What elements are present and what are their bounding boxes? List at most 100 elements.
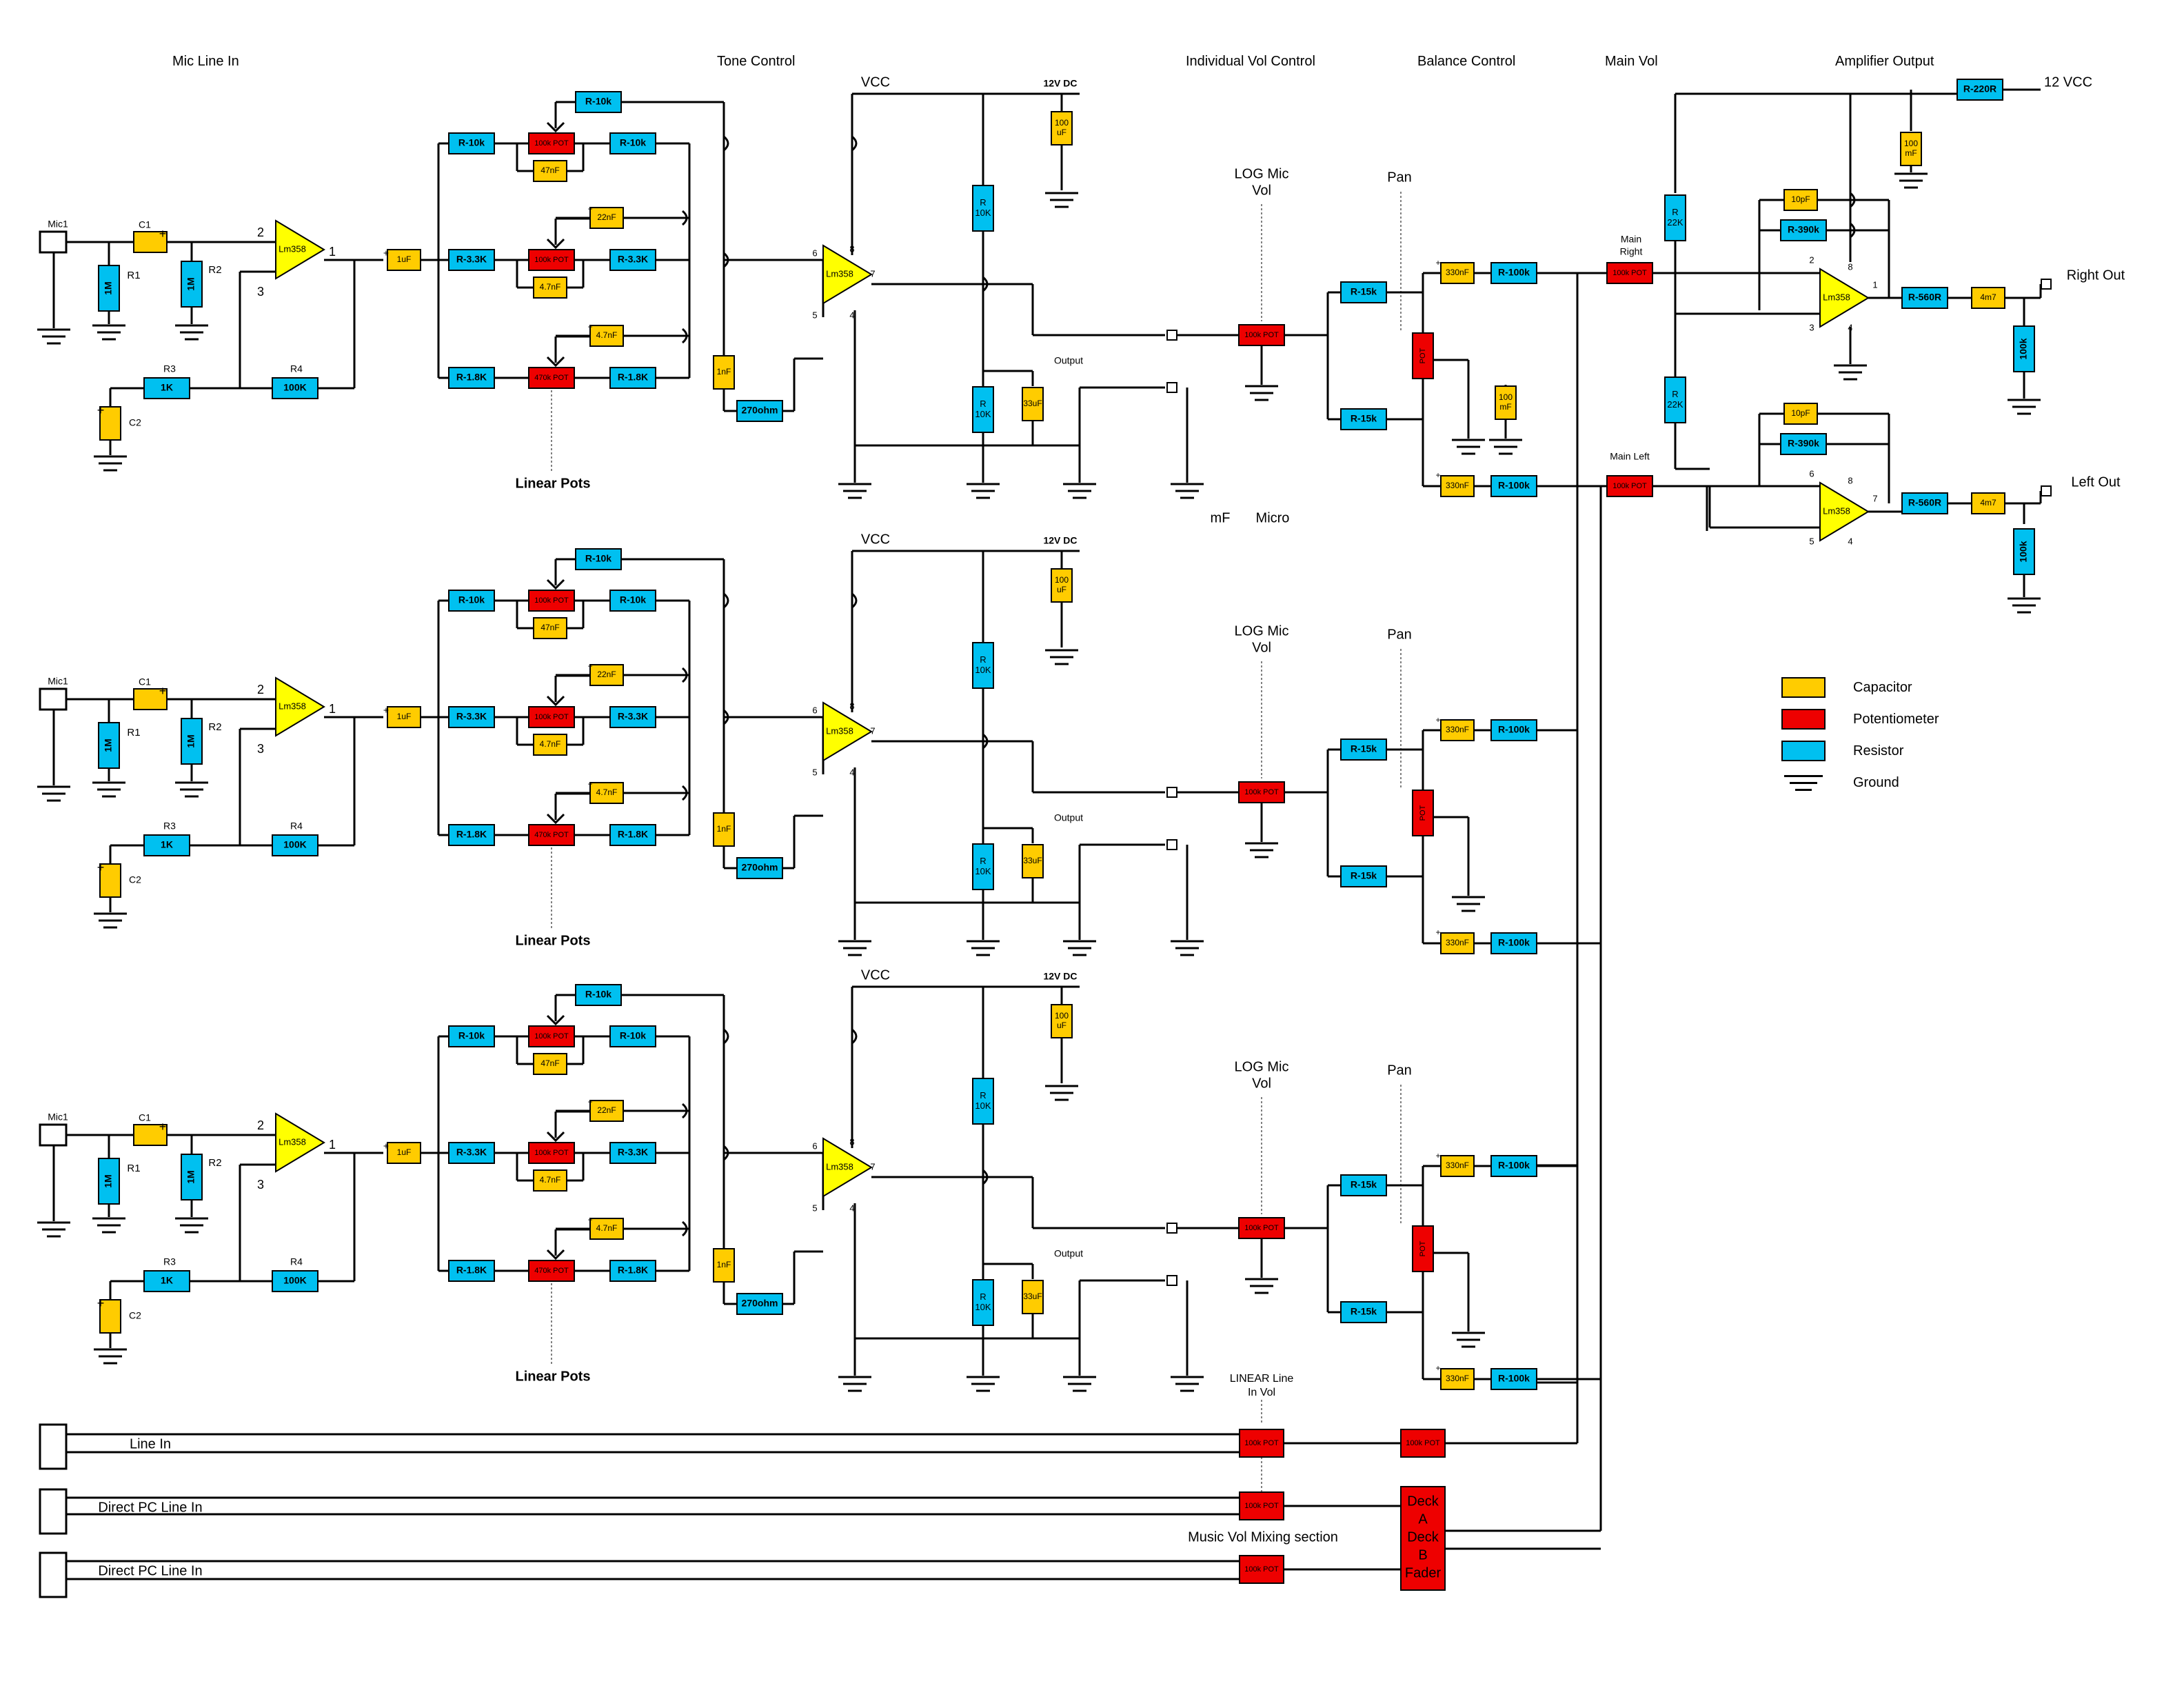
tone-resistor	[448, 132, 495, 154]
pin-label: 8	[849, 243, 854, 254]
c2-capacitor	[99, 1299, 121, 1334]
coupling-capacitor	[387, 706, 421, 728]
mix-resistor	[1490, 719, 1537, 741]
tone-capacitor-label: 22nF	[597, 1105, 616, 1115]
bias-resistor-label: 10K	[975, 1101, 991, 1111]
r2-label: R2	[208, 721, 221, 733]
terminal	[1166, 330, 1177, 341]
tone-resistor-label: R-10k	[458, 594, 485, 605]
supply-resistor	[1957, 79, 2003, 101]
r3-label: R3	[163, 821, 176, 832]
feedback-resistor-label: R-10k	[585, 96, 611, 107]
pin-label: 3	[257, 1178, 264, 1192]
balance-capacitor-label: 330nF	[1446, 481, 1469, 490]
tone-capacitor-label: 1nF	[717, 367, 731, 376]
pc-vol-pot-label: 100k POT	[1244, 1502, 1279, 1510]
bias-resistor	[1664, 376, 1686, 423]
output-capacitor	[1022, 1280, 1044, 1314]
supply-resistor-label: R-220R	[1963, 83, 1996, 94]
header-mic-line-in: Mic Line In	[172, 54, 239, 69]
bias-resistor-label: 10K	[975, 208, 991, 218]
bias-resistor	[972, 1078, 994, 1125]
r1-label: R1	[127, 270, 140, 281]
balance-resistor	[1340, 1301, 1387, 1323]
tone-capacitor-label: 4.7nF	[596, 330, 618, 340]
balance-resistor-label: R-15k	[1351, 1306, 1377, 1317]
mix-resistor	[1490, 262, 1537, 284]
tone-capacitor-label: 4.7nF	[596, 787, 618, 797]
tone-resistor	[609, 367, 656, 389]
fader-label: Fader	[1405, 1565, 1442, 1580]
legend-resistor: Resistor	[1781, 741, 1903, 761]
c2-label: C2	[129, 874, 141, 885]
r1-resistor	[98, 265, 120, 312]
tone-resistor-label: R-10k	[620, 594, 646, 605]
mix-resistor	[1490, 932, 1537, 954]
tone-capacitor	[713, 1248, 735, 1283]
tone-pot-label: 470k POT	[534, 1267, 569, 1275]
tone-pot-label: 100k POT	[534, 1032, 569, 1041]
mix-resistor	[1490, 1368, 1537, 1390]
tone-resistor	[609, 1142, 656, 1164]
feedback-resistor	[1780, 433, 1827, 455]
load-resistor	[2013, 325, 2035, 372]
terminal	[2041, 485, 2052, 496]
pin-label: 8	[849, 1136, 854, 1147]
opamp-label: Lm358	[279, 1136, 306, 1147]
tone-resistor	[609, 1025, 656, 1047]
pin-label: 1	[329, 1138, 336, 1152]
tone-capacitor-label: 4.7nF	[540, 739, 561, 749]
pin-label: 8	[1848, 475, 1852, 485]
supply-capacitor-label: uF	[1057, 585, 1066, 594]
bias-resistor-label: 22K	[1667, 217, 1683, 228]
bias-resistor	[972, 185, 994, 232]
tone-opamp	[822, 1137, 873, 1198]
polarity-mark: +	[587, 661, 592, 671]
output-resistor-label: R-560R	[1908, 497, 1941, 508]
output-capacitor-label: 33uF	[1023, 856, 1042, 865]
fader-label: B	[1418, 1547, 1427, 1563]
balance-resistor-label: R-15k	[1351, 1179, 1377, 1190]
supply-capacitor-label: uF	[1057, 128, 1066, 137]
tone-resistor-label: R-1.8K	[456, 1265, 487, 1276]
resistor-270	[736, 857, 783, 879]
output-label: Output	[1054, 1248, 1083, 1259]
r2-resistor-label: 1M	[185, 277, 196, 290]
feedback-resistor	[575, 548, 622, 570]
mix-resistor-label: R-100k	[1498, 724, 1530, 735]
r4-resistor-label: 100K	[283, 1275, 306, 1286]
balance-resistor-label: R-15k	[1351, 286, 1377, 297]
balance-capacitor	[1440, 262, 1475, 284]
header-main-vol: Main Vol	[1605, 54, 1658, 69]
polarity-mark: +	[159, 227, 167, 241]
tone-capacitor	[713, 355, 735, 390]
r4-resistor	[272, 1270, 318, 1292]
r3-resistor-label: 1K	[161, 1275, 173, 1286]
polarity-mark: +	[587, 204, 592, 214]
right-amp-opamp	[1819, 268, 1870, 328]
pin-label: 7	[870, 268, 875, 279]
bias-resistor	[972, 843, 994, 890]
line-in-main-pot	[1400, 1429, 1446, 1458]
output-capacitor-label: 4m7	[1980, 292, 1996, 302]
vcc-label: VCC	[861, 74, 890, 90]
pc-vol-pot	[1239, 1491, 1284, 1520]
balance-resistor	[1340, 865, 1387, 887]
bias-resistor-label: R	[980, 654, 986, 665]
tone-resistor	[609, 132, 656, 154]
tone-resistor	[448, 1025, 495, 1047]
mic-jack	[39, 687, 68, 711]
fader-label: A	[1418, 1511, 1428, 1527]
vcc-label: VCC	[861, 967, 890, 983]
mix-resistor-label: R-100k	[1498, 480, 1530, 491]
tone-pot	[528, 824, 575, 846]
tone-pot	[528, 706, 575, 728]
output-capacitor	[1022, 844, 1044, 878]
tone-capacitor	[589, 1218, 624, 1240]
bias-resistor-label: 22K	[1667, 399, 1683, 410]
dc-label: 12V DC	[1043, 971, 1077, 982]
polarity-mark: +	[97, 1296, 105, 1310]
bias-resistor-label: R	[980, 856, 986, 866]
tone-resistor-label: R-3.3K	[456, 1147, 487, 1158]
pan-pot-label: POT	[1419, 1240, 1427, 1256]
